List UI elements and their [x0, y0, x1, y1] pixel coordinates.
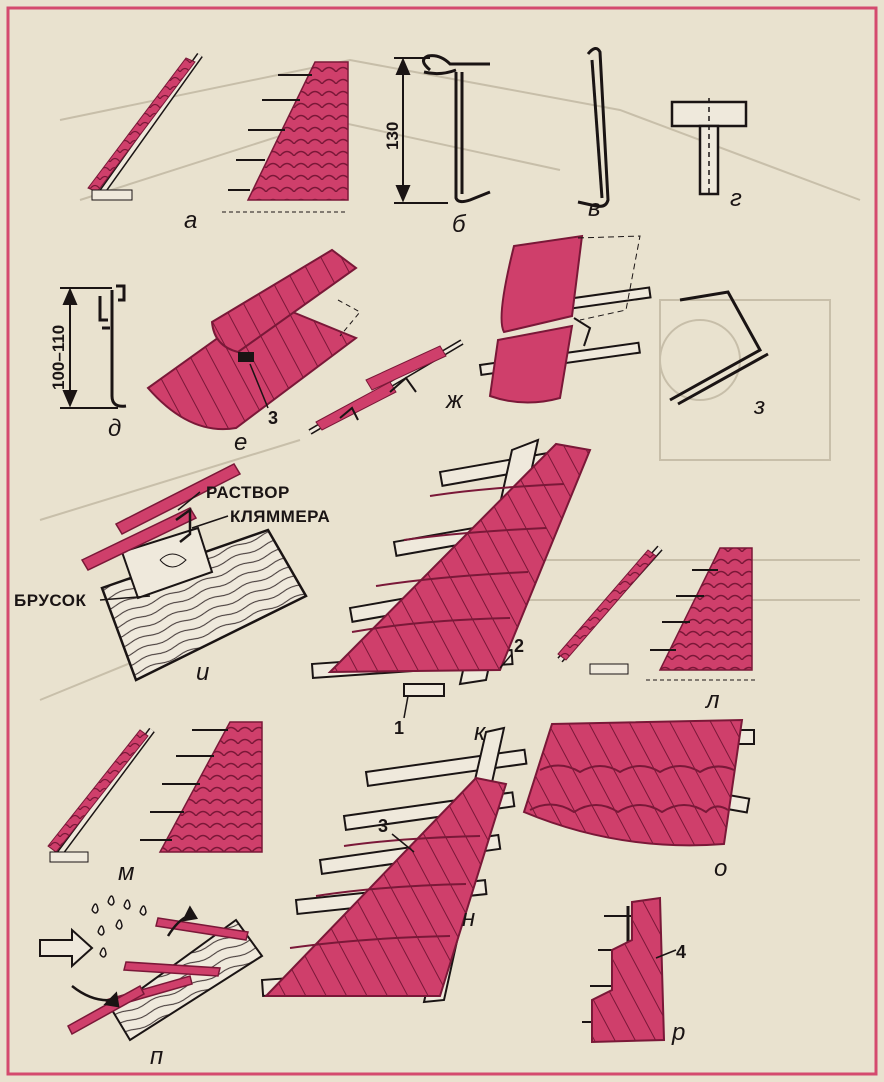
panel-i-tiles [80, 463, 242, 571]
label-e: е [234, 429, 247, 456]
panel-z-tiles [478, 234, 652, 404]
panel-r-tile-stack [582, 896, 666, 1044]
panel-l-rafter [557, 545, 663, 675]
panel-d-dimension [60, 287, 118, 409]
panel-e-tiles [146, 248, 361, 431]
panel-a-rafter [87, 52, 203, 201]
dimension-100-110: 100–110 [49, 325, 68, 390]
panel-v-hook-nail [577, 47, 610, 208]
caption-mortar: РАСТВОР [206, 483, 290, 502]
panel-i-batten [100, 526, 308, 682]
panel-m-tile-stack [140, 721, 263, 853]
caption-batten: БРУСОК [14, 591, 86, 610]
panel-b-dimension [394, 57, 448, 204]
panel-p-flow-arrows [71, 905, 199, 1008]
caption-clip: КЛЯММЕРА [230, 507, 330, 526]
callout-e-3: 3 [268, 408, 278, 428]
label-o: о [714, 855, 727, 882]
panel-a-tile-stack [222, 61, 349, 213]
panel-p-wind-arrow [39, 927, 94, 969]
label-n: н [462, 905, 475, 932]
panel-g-t-bracket [670, 98, 748, 196]
label-a: а [184, 207, 197, 234]
panel-p-raindrops [91, 895, 147, 958]
panel-o-tiles [522, 718, 755, 847]
label-zh: ж [445, 387, 464, 414]
label-b: б [452, 211, 467, 238]
label-g: г [730, 185, 742, 212]
label-l: л [704, 687, 720, 714]
callout-n-3: 3 [378, 816, 388, 836]
label-m: м [118, 859, 134, 886]
label-z: з [753, 393, 765, 420]
label-p: п [150, 1043, 163, 1070]
label-i: и [196, 659, 209, 686]
panel-i-leaders [99, 491, 229, 601]
label-v: в [588, 195, 601, 222]
leader-r-4 [655, 949, 677, 959]
leader-k-1 [403, 695, 409, 719]
callout-k-2: 2 [514, 636, 524, 656]
panel-n-roof [260, 726, 528, 1004]
leader-k-2 [499, 653, 513, 669]
callout-r-4: 4 [676, 942, 686, 962]
panel-z-bracket [669, 290, 769, 406]
panel-b-hook [422, 54, 491, 204]
callout-k-1: 1 [394, 718, 404, 738]
page-frame [6, 6, 878, 1076]
label-d: д [108, 415, 121, 442]
panel-zh-section [308, 339, 464, 435]
label-r: р [671, 1019, 685, 1046]
panel-d-clip [98, 284, 127, 408]
dimension-130: 130 [383, 122, 402, 150]
panel-l-tile-stack [646, 547, 756, 681]
leader-n-3 [391, 833, 415, 853]
panel-m-rafter [47, 727, 155, 863]
panel-k-roof [310, 438, 592, 697]
